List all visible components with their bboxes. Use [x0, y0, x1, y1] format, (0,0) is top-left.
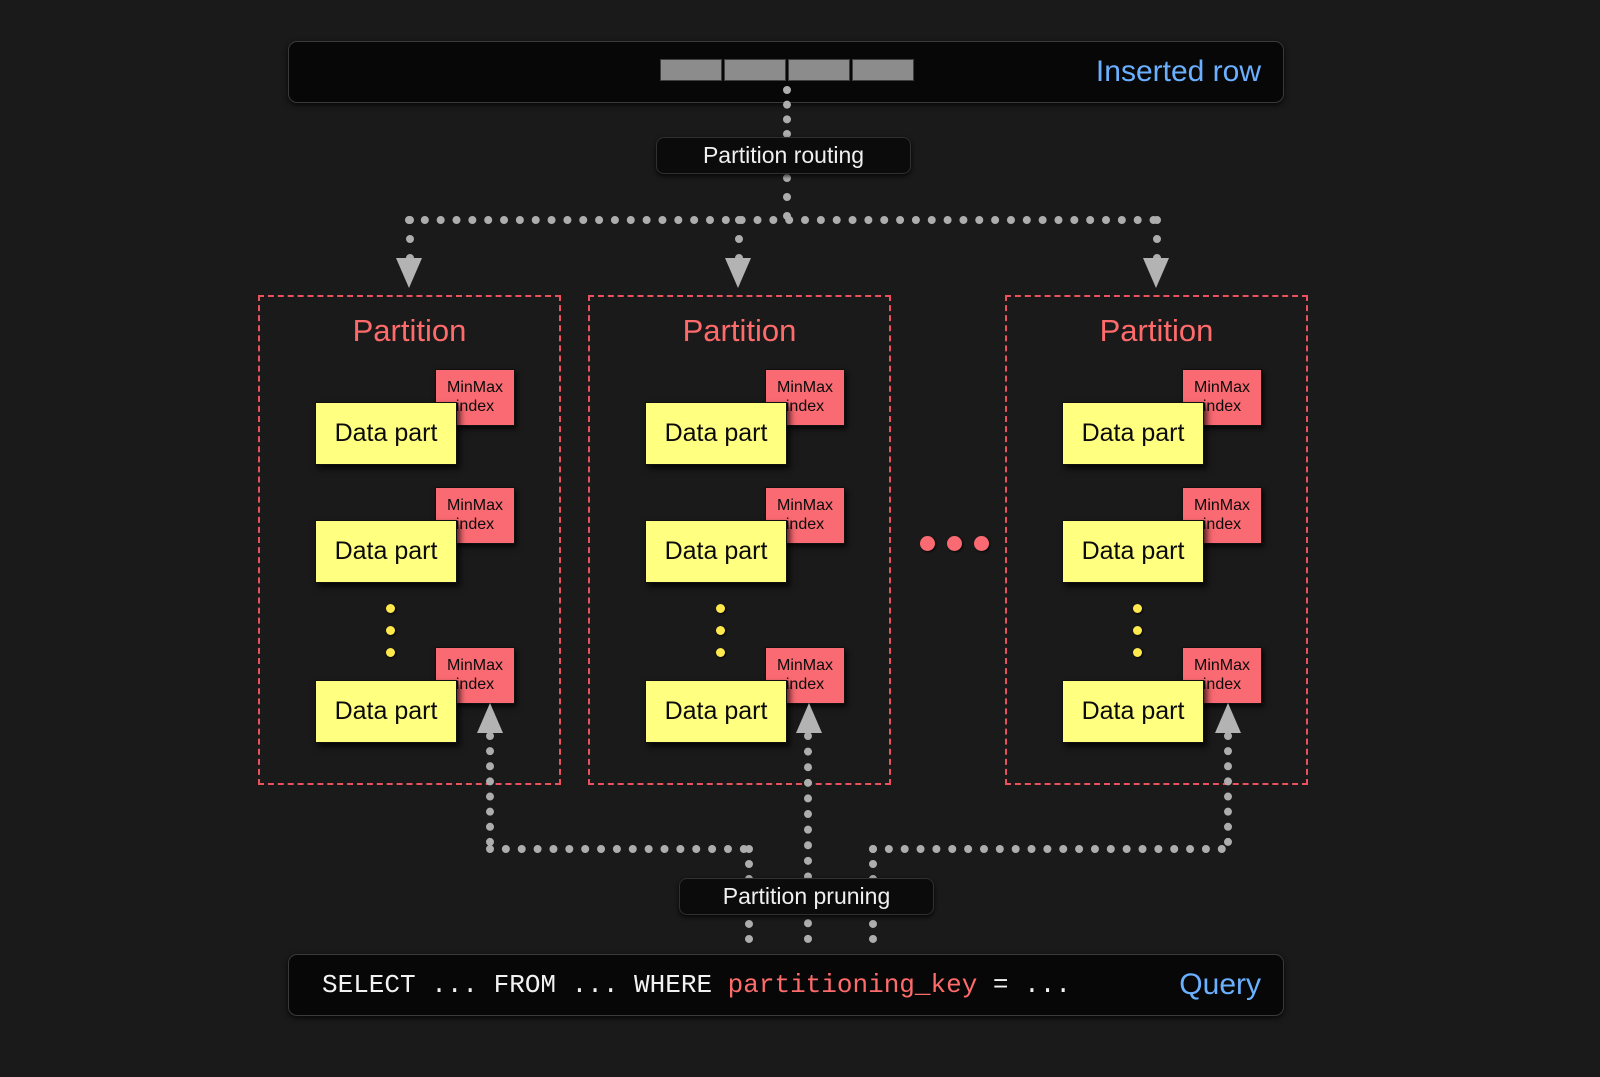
partition-pruning-label: Partition pruning — [722, 883, 891, 909]
minmax-index-line1: MinMax — [1193, 379, 1250, 397]
minmax-index-badge: MinMax index — [435, 369, 515, 426]
ellipsis-dot — [1133, 626, 1142, 635]
minmax-index-line1: MinMax — [446, 657, 503, 675]
arrow-down-partition-2 — [725, 258, 751, 288]
connector-prune-up-3 — [1224, 732, 1232, 846]
data-part-box[interactable]: Data part — [645, 402, 787, 465]
minmax-index-line2: index — [1202, 515, 1242, 533]
arrow-down-partition-3 — [1143, 258, 1169, 288]
ellipsis-dot — [386, 648, 395, 657]
inserted-row-cells — [660, 59, 914, 81]
connector-bus-to-partition-3 — [1153, 216, 1161, 262]
data-part-ellipsis — [1133, 604, 1142, 670]
data-part-group: MinMax index Data part — [645, 369, 845, 474]
data-part-box[interactable]: Data part — [1062, 402, 1204, 465]
data-part-group: MinMax index Data part — [1062, 369, 1262, 474]
minmax-index-line2: index — [1202, 675, 1242, 693]
arrow-up-partition-1 — [477, 703, 503, 733]
partition-title: Partition — [682, 313, 797, 348]
partition-box-3[interactable]: Partition MinMax index Data part MinMax … — [1005, 295, 1308, 785]
minmax-index-line1: MinMax — [446, 379, 503, 397]
query-sql-text: SELECT ... FROM ... WHERE partitioning_k… — [322, 970, 1071, 1000]
connector-bus-to-partition-2 — [735, 216, 743, 262]
partition-routing-box: Partition routing — [656, 137, 911, 174]
data-part-box[interactable]: Data part — [645, 680, 787, 743]
data-part-group: MinMax index Data part — [645, 647, 845, 752]
partition-pruning-box: Partition pruning — [679, 878, 934, 915]
data-part-group: MinMax index Data part — [645, 487, 845, 592]
ellipsis-dot — [386, 604, 395, 613]
data-part-group: MinMax index Data part — [1062, 647, 1262, 752]
connector-prune-up-1 — [486, 732, 494, 846]
query-suffix: = ... — [977, 970, 1071, 1000]
partition-routing-label: Partition routing — [702, 142, 865, 168]
minmax-index-line2: index — [785, 397, 825, 415]
query-partitioning-key: partitioning_key — [727, 970, 978, 1000]
partition-ellipsis — [920, 536, 989, 551]
arrow-down-partition-1 — [396, 258, 422, 288]
minmax-index-badge: MinMax index — [435, 487, 515, 544]
partition-title: Partition — [352, 313, 467, 348]
minmax-index-line2: index — [785, 675, 825, 693]
ellipsis-dot — [386, 626, 395, 635]
connector-prune-bus-left — [486, 845, 748, 853]
inserted-row-label: Inserted row — [1095, 55, 1261, 88]
minmax-index-line2: index — [785, 515, 825, 533]
row-cell — [660, 59, 722, 81]
query-label: Query — [1179, 968, 1261, 1001]
ellipsis-dot — [947, 536, 962, 551]
data-part-group: MinMax index Data part — [1062, 487, 1262, 592]
ellipsis-dot — [716, 626, 725, 635]
data-part-group: MinMax index Data part — [315, 647, 515, 752]
row-cell — [852, 59, 914, 81]
row-cell — [788, 59, 850, 81]
ellipsis-dot — [1133, 648, 1142, 657]
arrow-up-partition-2 — [796, 703, 822, 733]
connector-prune-bus-right — [869, 845, 1226, 853]
data-part-box[interactable]: Data part — [315, 402, 457, 465]
arrow-up-partition-3 — [1215, 703, 1241, 733]
connector-routing-to-bus — [783, 174, 791, 220]
minmax-index-line1: MinMax — [776, 657, 833, 675]
minmax-index-line2: index — [1202, 397, 1242, 415]
connector-row-to-routing — [783, 86, 791, 138]
minmax-index-line1: MinMax — [446, 497, 503, 515]
data-part-group: MinMax index Data part — [315, 369, 515, 474]
data-part-ellipsis — [386, 604, 395, 670]
connector-prune-up-2 — [804, 732, 812, 943]
minmax-index-line1: MinMax — [1193, 657, 1250, 675]
ellipsis-dot — [716, 648, 725, 657]
connector-routing-bus — [405, 216, 1158, 224]
minmax-index-line2: index — [455, 397, 495, 415]
connector-bus-to-partition-1 — [406, 216, 414, 262]
partition-box-2[interactable]: Partition MinMax index Data part MinMax … — [588, 295, 891, 785]
data-part-box[interactable]: Data part — [315, 680, 457, 743]
minmax-index-line2: index — [455, 515, 495, 533]
data-part-box[interactable]: Data part — [1062, 680, 1204, 743]
minmax-index-line1: MinMax — [776, 497, 833, 515]
partition-box-1[interactable]: Partition MinMax index Data part MinMax … — [258, 295, 561, 785]
ellipsis-dot — [920, 536, 935, 551]
query-bar: SELECT ... FROM ... WHERE partitioning_k… — [288, 954, 1284, 1016]
row-cell — [724, 59, 786, 81]
data-part-group: MinMax index Data part — [315, 487, 515, 592]
data-part-box[interactable]: Data part — [315, 520, 457, 583]
minmax-index-line1: MinMax — [1193, 497, 1250, 515]
data-part-ellipsis — [716, 604, 725, 670]
minmax-index-line1: MinMax — [776, 379, 833, 397]
minmax-index-line2: index — [455, 675, 495, 693]
query-prefix: SELECT ... FROM ... WHERE — [322, 970, 728, 1000]
ellipsis-dot — [974, 536, 989, 551]
ellipsis-dot — [716, 604, 725, 613]
data-part-box[interactable]: Data part — [645, 520, 787, 583]
ellipsis-dot — [1133, 604, 1142, 613]
partition-title: Partition — [1099, 313, 1214, 348]
data-part-box[interactable]: Data part — [1062, 520, 1204, 583]
